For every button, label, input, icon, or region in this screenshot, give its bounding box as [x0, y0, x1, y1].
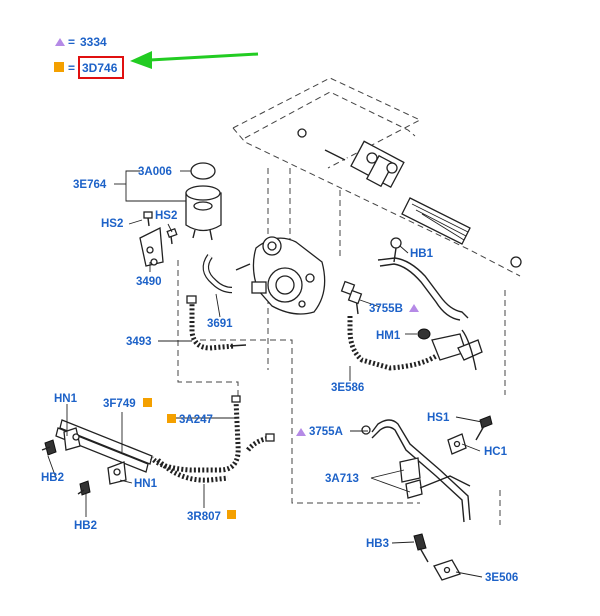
reservoir-bracket	[139, 211, 178, 267]
pressure-hose	[186, 295, 247, 351]
legend-square-code[interactable]: 3D746	[82, 61, 118, 75]
label-hs1[interactable]: HS1	[427, 412, 450, 424]
label-hb1[interactable]: HB1	[410, 248, 434, 260]
label-3755b[interactable]: 3755B	[369, 303, 403, 315]
square-marker-icon	[143, 398, 152, 407]
label-3a713[interactable]: 3A713	[325, 473, 359, 485]
label-3e506[interactable]: 3E506	[485, 572, 518, 584]
label-hb2-bottom[interactable]: HB2	[74, 520, 97, 532]
label-3e764[interactable]: 3E764	[73, 179, 107, 191]
lower-bracket	[413, 533, 461, 581]
clip-bolt-group	[447, 415, 493, 455]
assembly-outlines	[177, 77, 521, 525]
legend-equals: =	[68, 35, 75, 49]
highlight-box	[78, 56, 124, 79]
steering-pump	[251, 236, 326, 315]
oil-cooler	[41, 419, 153, 496]
legend: = 3334 = 3D746	[54, 35, 259, 79]
legend-equals-2: =	[68, 61, 75, 75]
reservoir	[185, 162, 222, 241]
part-labels: 3A006 3E764 HS2 HS2 3490 HB1 3755B HM1 3…	[41, 166, 518, 584]
square-marker-icon	[167, 414, 176, 423]
label-hc1[interactable]: HC1	[484, 446, 508, 458]
return-hose	[150, 395, 275, 483]
label-3490[interactable]: 3490	[136, 276, 162, 288]
legend-triangle-code[interactable]: 3334	[80, 35, 107, 49]
square-marker-icon	[227, 510, 236, 519]
label-3493[interactable]: 3493	[126, 336, 152, 348]
label-hm1[interactable]: HM1	[376, 330, 401, 342]
label-3691[interactable]: 3691	[207, 318, 233, 330]
label-hn1-bottom[interactable]: HN1	[134, 478, 158, 490]
pressure-lines-upper	[340, 237, 483, 371]
pressure-lines-lower	[361, 419, 471, 523]
steering-rack	[297, 128, 522, 268]
label-hs2-right[interactable]: HS2	[155, 210, 177, 222]
triangle-marker-icon	[409, 304, 419, 312]
label-3e586[interactable]: 3E586	[331, 382, 364, 394]
leader-lines	[47, 170, 483, 578]
triangle-marker-icon	[55, 38, 65, 46]
label-3f749[interactable]: 3F749	[103, 398, 136, 410]
label-3a247[interactable]: 3A247	[179, 414, 213, 426]
label-hn1-top[interactable]: HN1	[54, 393, 78, 405]
label-hb3[interactable]: HB3	[366, 538, 389, 550]
label-hs2-left[interactable]: HS2	[101, 218, 123, 230]
triangle-marker-icon	[296, 428, 306, 436]
label-3a006[interactable]: 3A006	[138, 166, 172, 178]
square-marker-icon	[54, 62, 64, 72]
green-arrow-icon	[130, 51, 259, 69]
label-hb2-left[interactable]: HB2	[41, 472, 64, 484]
label-3755a[interactable]: 3755A	[309, 426, 343, 438]
suction-hose	[202, 254, 251, 294]
label-3r807[interactable]: 3R807	[187, 511, 221, 523]
